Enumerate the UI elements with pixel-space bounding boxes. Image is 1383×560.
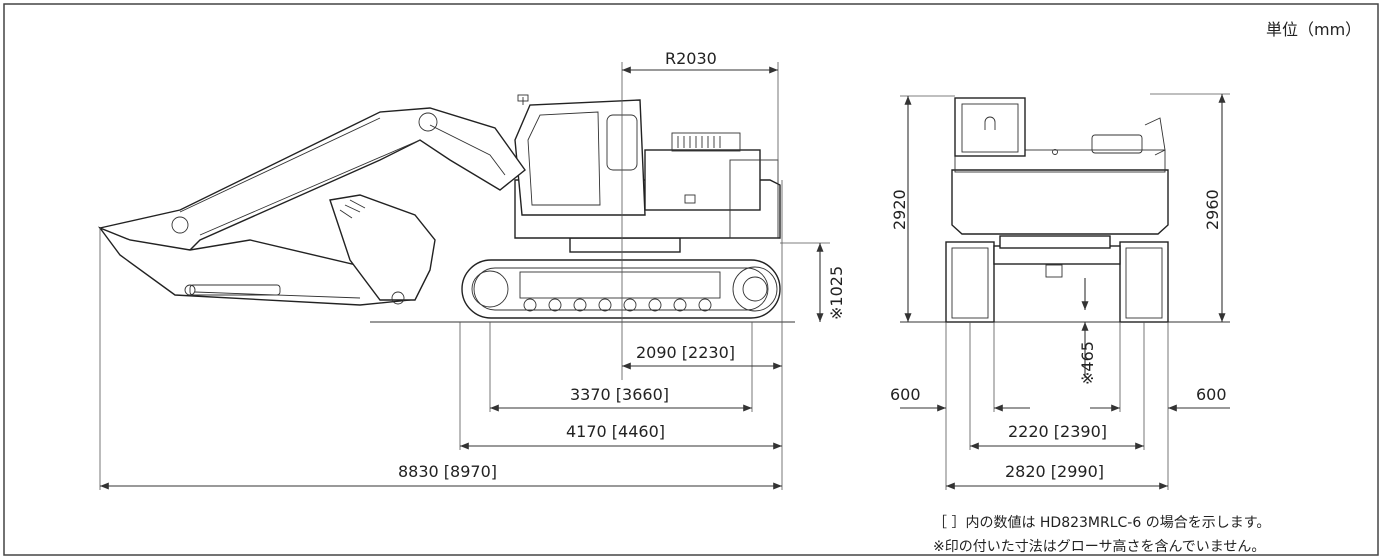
track-height-label: ※1025 <box>827 266 846 320</box>
cab-height-label: 2920 <box>890 189 909 230</box>
tail-radius-label: R2030 <box>665 49 717 68</box>
front-upper-body <box>951 97 1169 249</box>
track-length-label: 4170 [4460] <box>566 422 665 441</box>
shoe-width-right-label: 600 <box>1196 385 1227 404</box>
track-gauge-label: 2220 [2390] <box>1008 422 1107 441</box>
front-view: 2920 2960 ※465 600 600 2220 [2390] 2820 … <box>890 93 1230 490</box>
side-track <box>461 259 781 319</box>
side-cab <box>514 94 646 216</box>
side-bucket <box>329 194 436 305</box>
note-grouser-height: ※印の付いた寸法はグローサ高さを含んでいません。 <box>933 538 1265 555</box>
ground-clearance-label: ※465 <box>1078 341 1097 385</box>
side-view: R2030 ※1025 2090 [2230] 3370 [3660] 4170… <box>97 49 846 490</box>
shoe-width-left-label: 600 <box>890 385 921 404</box>
unit-label: 単位（mm） <box>1266 20 1361 39</box>
overall-length-label: 8830 [8970] <box>398 462 497 481</box>
note-bracket-values: ［ ］内の数値は HD823MRLC-6 の場合を示します。 <box>933 515 1270 531</box>
tumbler-distance-label: 3370 [3660] <box>570 385 669 404</box>
front-tracks <box>945 241 1169 323</box>
side-boom <box>98 107 526 251</box>
overall-height-label: 2960 <box>1203 189 1222 230</box>
overall-width-label: 2820 [2990] <box>1005 462 1104 481</box>
diagram-border <box>3 3 1379 556</box>
rear-to-center-label: 2090 [2230] <box>636 343 735 362</box>
